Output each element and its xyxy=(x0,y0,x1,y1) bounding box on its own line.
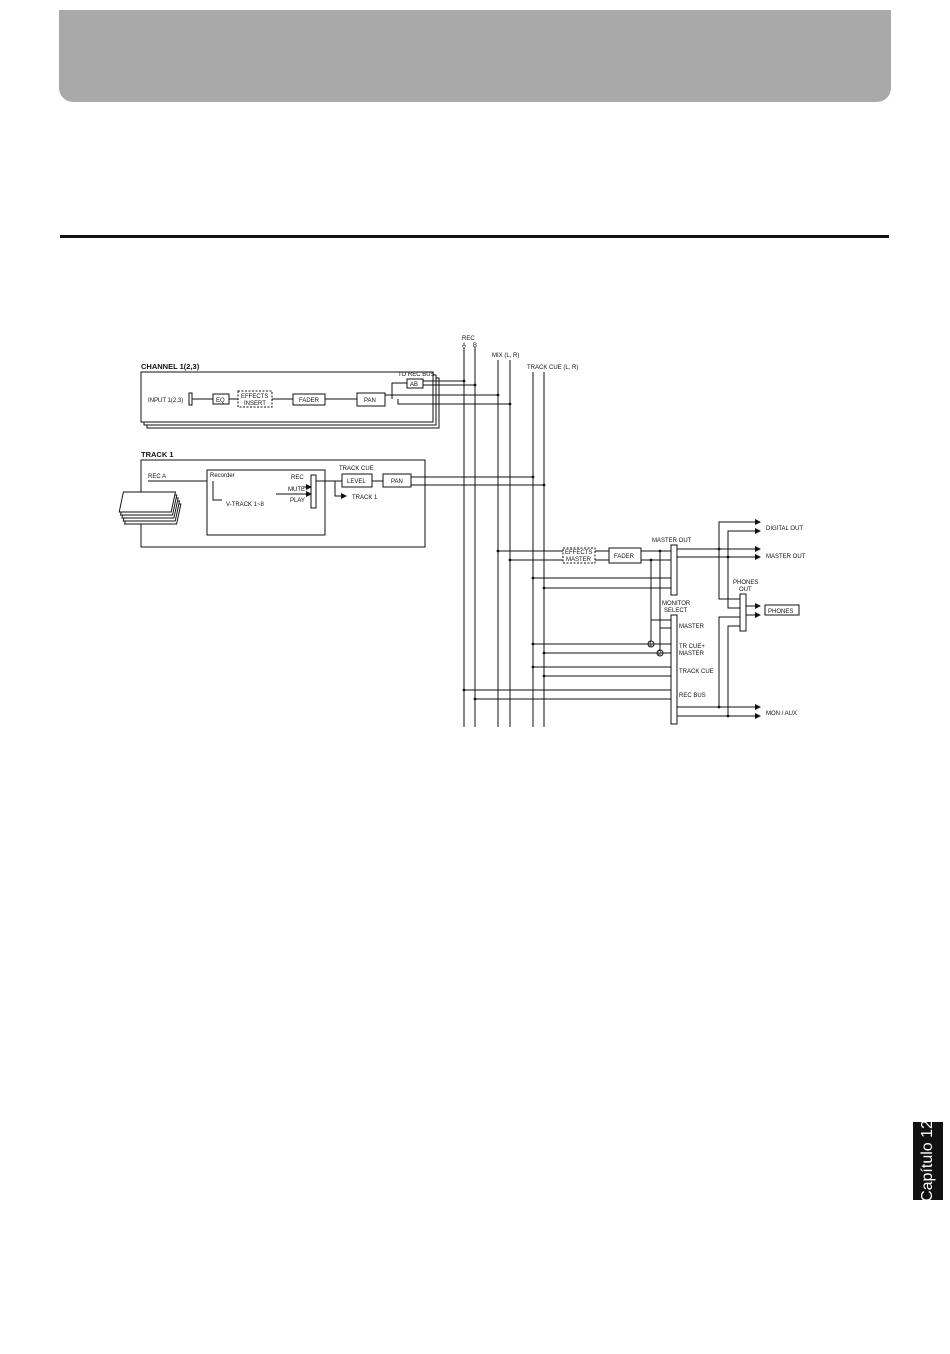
master-out-bar xyxy=(670,544,678,596)
phones-out-bar xyxy=(739,593,747,632)
rec-label: REC xyxy=(462,336,475,342)
recorder-frame xyxy=(206,469,326,536)
recorder-label: Recorder xyxy=(210,473,235,479)
select-master-label: MASTER xyxy=(679,624,705,630)
header-band xyxy=(59,10,891,102)
channel-frame xyxy=(140,371,434,423)
effects-insert-label-2: INSERT xyxy=(244,401,266,407)
input-jack xyxy=(188,392,193,406)
track-pan-box xyxy=(382,473,412,488)
rec-b-label: B xyxy=(473,343,477,349)
rec-a-label: A xyxy=(462,343,466,349)
vtrack-stack xyxy=(118,491,182,525)
vtrack-label: V-TRACK 1~8 xyxy=(226,502,265,508)
monitor-label-1: MONITOR xyxy=(662,601,691,607)
mon-aux-label: MON / AUX xyxy=(766,711,797,717)
fader-label: FADER xyxy=(299,398,320,404)
channel-title: CHANNEL 1(2,3) xyxy=(141,362,200,371)
track-block: TRACK 1 REC A Recorder V-TRACK 1~8 REC M… xyxy=(118,450,546,548)
track-cue-label: TRACK CUE xyxy=(339,466,374,472)
ab-label: AB xyxy=(410,382,418,388)
digital-out-label: DIGITAL OUT xyxy=(766,526,803,532)
effects-master-label-1: EFFECTS xyxy=(565,550,592,556)
select-trcue-label-1: TR CUE+ xyxy=(679,644,705,650)
phones-out-label-2: OUT xyxy=(739,587,752,593)
pan-label: PAN xyxy=(364,398,376,404)
select-rec-bus-label: REC BUS xyxy=(679,693,706,699)
monitor-label-2: SELECT xyxy=(664,608,688,614)
level-label: LEVEL xyxy=(347,479,366,485)
channel-block: CHANNEL 1(2,3) INPUT 1(2,3) EQ EFFECTS I… xyxy=(140,362,512,429)
eq-label: EQ xyxy=(216,398,225,404)
select-trcue-label-2: MASTER xyxy=(679,651,705,657)
rec-a-in-label: REC A xyxy=(148,474,166,480)
monitor-select-bar xyxy=(670,614,678,725)
pan-box xyxy=(356,392,386,407)
track-pan-label: PAN xyxy=(391,479,403,485)
play-label: PLAY xyxy=(290,498,305,504)
track-cue-bus-label: TRACK CUE (L, R) xyxy=(527,365,578,371)
input-label: INPUT 1(2,3) xyxy=(148,398,183,404)
section-rule xyxy=(60,235,889,238)
master-out-label: MASTER OUT xyxy=(652,538,692,544)
phones-label: PHONES xyxy=(768,609,793,615)
mix-node-2: 2 xyxy=(658,651,662,657)
track-switch xyxy=(310,474,317,509)
master-fader-label: FADER xyxy=(614,554,635,560)
mix-node-1: 1 xyxy=(649,642,653,648)
phones-box xyxy=(764,604,800,616)
select-track-cue-label: TRACK CUE xyxy=(679,669,714,675)
effects-master-label-2: MASTER xyxy=(566,557,592,563)
mix-label: MIX (L, R) xyxy=(492,353,519,359)
track1-out-label: TRACK 1 xyxy=(352,495,378,501)
effects-insert-label-1: EFFECTS xyxy=(241,394,268,400)
effects-master-box xyxy=(562,547,596,564)
master-section: EFFECTS MASTER FADER MASTER OUT DIGITAL … xyxy=(462,519,806,725)
track-title: TRACK 1 xyxy=(141,450,174,459)
rec-switch-label: REC xyxy=(291,475,304,481)
to-rec-bus-label: TO REC BUS xyxy=(398,372,435,378)
master-fader-box xyxy=(608,547,642,564)
mute-label: MUTE xyxy=(288,487,305,493)
master-out-jack-label: MASTER OUT xyxy=(766,554,806,560)
chapter-tab: Capítulo 12 xyxy=(913,1120,943,1202)
phones-out-label-1: PHONES xyxy=(733,580,758,586)
